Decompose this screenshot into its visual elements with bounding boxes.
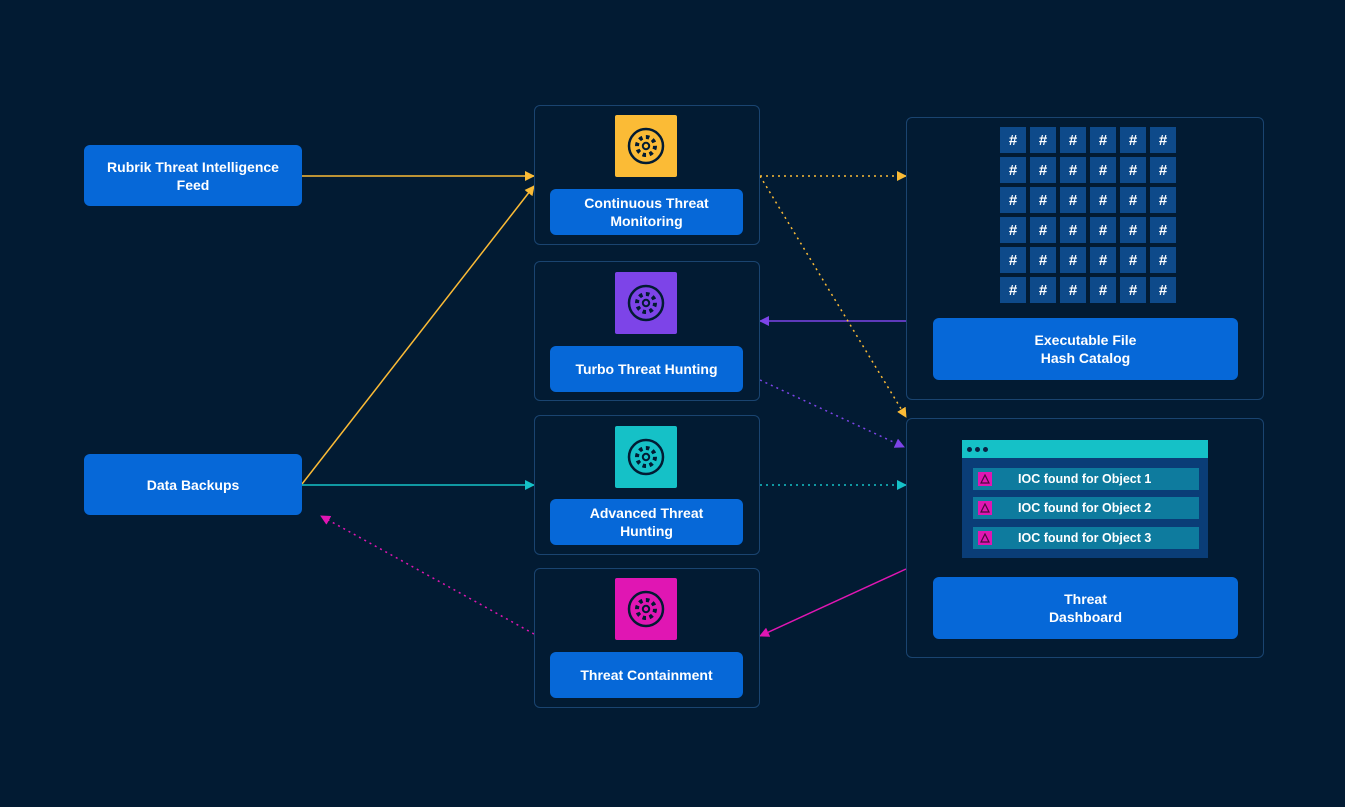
hash-cell: # bbox=[1120, 127, 1146, 153]
hash-cell: # bbox=[1030, 277, 1056, 303]
hash-cell: # bbox=[1060, 247, 1086, 273]
hash-cell: # bbox=[1000, 187, 1026, 213]
hash-cell: # bbox=[1000, 247, 1026, 273]
hash-cell: # bbox=[1060, 127, 1086, 153]
hash-cell: # bbox=[1090, 247, 1116, 273]
catalog-panel bbox=[906, 117, 1264, 400]
threat-feed-node: Rubrik Threat Intelligence Feed bbox=[84, 145, 302, 206]
window-dot bbox=[967, 446, 972, 452]
containment-panel bbox=[534, 568, 760, 708]
hash-cell: # bbox=[1000, 127, 1026, 153]
hash-cell: # bbox=[1090, 187, 1116, 213]
dashboard-label: Threat Dashboard bbox=[933, 577, 1238, 639]
arrow-backups-to-monitoring bbox=[301, 185, 535, 485]
window-title-bar bbox=[962, 440, 1208, 458]
hash-cell: # bbox=[1060, 157, 1086, 183]
window-dot bbox=[975, 446, 980, 452]
window-dot bbox=[983, 446, 988, 452]
ioc-text: IOC found for Object 1 bbox=[1018, 472, 1152, 486]
hash-cell: # bbox=[1120, 247, 1146, 273]
hash-cell: # bbox=[1030, 127, 1056, 153]
gear-icon bbox=[615, 426, 677, 488]
monitoring-panel bbox=[534, 105, 760, 245]
hash-cell: # bbox=[1120, 277, 1146, 303]
ioc-row: IOC found for Object 3 bbox=[973, 527, 1199, 549]
data-backups-node: Data Backups bbox=[84, 454, 302, 515]
catalog-label: Executable File Hash Catalog bbox=[933, 318, 1238, 380]
hash-cell: # bbox=[1120, 157, 1146, 183]
hash-cell: # bbox=[1060, 217, 1086, 243]
hash-cell: # bbox=[1060, 187, 1086, 213]
arrow-dashboard-to-containment bbox=[759, 568, 907, 637]
ioc-text: IOC found for Object 2 bbox=[1018, 501, 1152, 515]
dashboard-panel bbox=[906, 418, 1264, 658]
ioc-text: IOC found for Object 3 bbox=[1018, 531, 1152, 545]
warning-icon bbox=[978, 472, 992, 486]
arrow-turbo-to-dashboard bbox=[759, 379, 905, 448]
hash-cell: # bbox=[1000, 157, 1026, 183]
hash-cell: # bbox=[1000, 217, 1026, 243]
hash-cell: # bbox=[1030, 247, 1056, 273]
advanced-panel bbox=[534, 415, 760, 555]
hash-cell: # bbox=[1120, 187, 1146, 213]
hash-cell: # bbox=[1030, 187, 1056, 213]
ioc-row: IOC found for Object 1 bbox=[973, 468, 1199, 490]
arrow-monitoring-to-dashboard bbox=[759, 175, 907, 418]
turbo-panel bbox=[534, 261, 760, 401]
gear-icon bbox=[615, 115, 677, 177]
dashboard-window: IOC found for Object 1 IOC found for Obj… bbox=[962, 440, 1208, 558]
hash-cell: # bbox=[1150, 277, 1176, 303]
hash-cell: # bbox=[1060, 277, 1086, 303]
gear-icon bbox=[615, 272, 677, 334]
hash-cell: # bbox=[1090, 127, 1116, 153]
hash-cell: # bbox=[1150, 217, 1176, 243]
hash-cell: # bbox=[1000, 277, 1026, 303]
hash-cell: # bbox=[1090, 217, 1116, 243]
hash-cell: # bbox=[1150, 187, 1176, 213]
gear-icon bbox=[615, 578, 677, 640]
hash-cell: # bbox=[1090, 157, 1116, 183]
hash-cell: # bbox=[1030, 157, 1056, 183]
ioc-row: IOC found for Object 2 bbox=[973, 497, 1199, 519]
advanced-label: Advanced Threat Hunting bbox=[550, 499, 743, 545]
arrow-containment-to-backups bbox=[320, 515, 535, 635]
hash-cell: # bbox=[1120, 217, 1146, 243]
monitoring-label: Continuous Threat Monitoring bbox=[550, 189, 743, 235]
warning-icon bbox=[978, 501, 992, 515]
hash-grid: #################################### bbox=[1000, 127, 1176, 303]
hash-cell: # bbox=[1090, 277, 1116, 303]
hash-cell: # bbox=[1150, 157, 1176, 183]
turbo-label: Turbo Threat Hunting bbox=[550, 346, 743, 392]
warning-icon bbox=[978, 531, 992, 545]
containment-label: Threat Containment bbox=[550, 652, 743, 698]
hash-cell: # bbox=[1150, 127, 1176, 153]
hash-cell: # bbox=[1150, 247, 1176, 273]
hash-cell: # bbox=[1030, 217, 1056, 243]
